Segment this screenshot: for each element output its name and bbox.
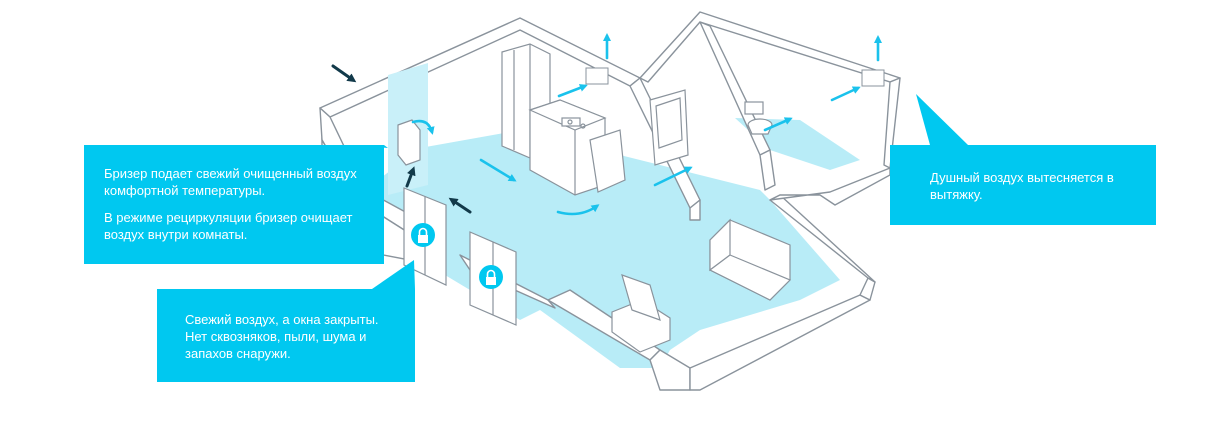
intake-arrows (331, 64, 472, 214)
callout-windows: Свежий воздух, а окна закрыты. Нет сквоз… (157, 289, 415, 382)
airflow-arrows (411, 33, 882, 216)
vent-grille (585, 67, 885, 87)
breather-device-icon (397, 119, 421, 166)
callout-breather-line1: Бризер подает свежий очищенный воздух ко… (104, 166, 357, 198)
arrow-icon (830, 86, 861, 102)
callout-exhaust-text: Душный воздух вытесняется в вытяжку. (930, 170, 1114, 202)
arrow-icon (331, 64, 357, 83)
arrow-icon (411, 119, 435, 135)
callout-windows-text: Свежий воздух, а окна закрыты. Нет сквоз… (185, 312, 379, 361)
sofa (708, 218, 792, 301)
lock-icon (411, 223, 435, 247)
callout-exhaust: Душный воздух вытесняется в вытяжку. (890, 145, 1156, 225)
callout-breather-line2: В режиме рециркуляции бризер очищает воз… (104, 210, 353, 242)
tv-set (611, 274, 671, 353)
toilet (744, 101, 773, 135)
arrow-icon (556, 204, 600, 216)
arrow-icon (405, 166, 416, 188)
bathroom-door (649, 89, 689, 166)
kitchen-cabinets (501, 43, 626, 196)
arrow-icon (448, 197, 472, 214)
arrow-icon (479, 158, 517, 182)
arrow-icon (653, 166, 693, 187)
lock-icon (479, 265, 503, 289)
arrow-icon (763, 117, 793, 132)
callout-pointer-windows (372, 260, 415, 289)
callout-breather: Бризер подает свежий очищенный воздух ко… (84, 145, 384, 264)
arrow-icon (557, 84, 588, 98)
callout-pointer-exhaust (916, 94, 968, 145)
floor-main (365, 132, 840, 368)
